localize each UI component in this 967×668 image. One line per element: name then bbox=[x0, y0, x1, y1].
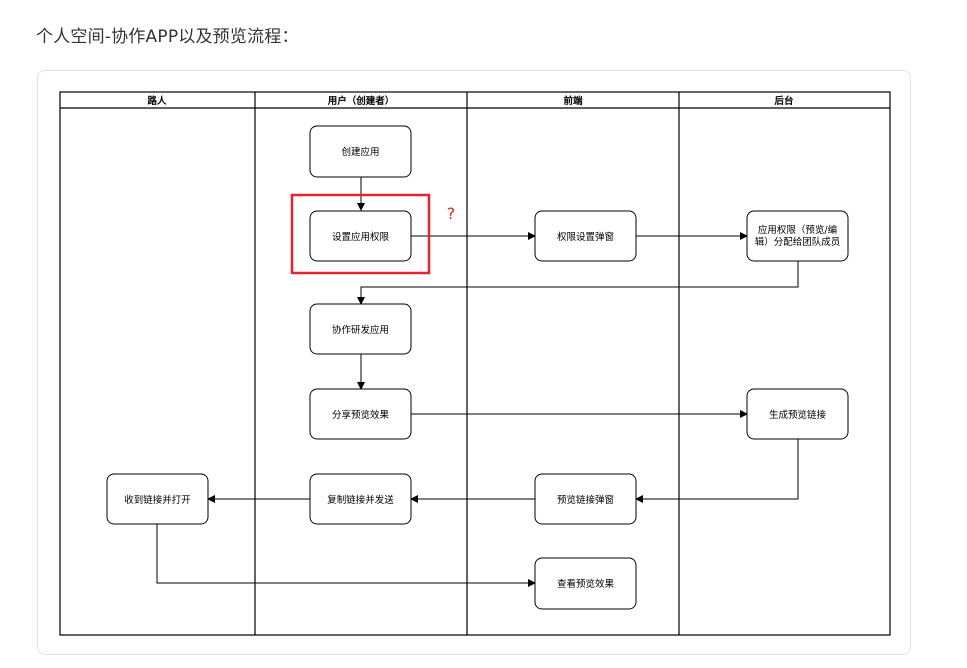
question-mark-annotation: ? bbox=[447, 204, 456, 223]
node-receive-open-link: 收到链接并打开 bbox=[106, 473, 209, 525]
edge-assign-to-collab bbox=[357, 261, 799, 305]
page-title: 个人空间-协作APP以及预览流程： bbox=[36, 27, 299, 47]
lane-title-frontend: 前端 bbox=[563, 95, 583, 107]
node-view-preview-label: 查看预览效果 bbox=[557, 578, 615, 590]
lane-title-user-creator: 用户（创建者） bbox=[327, 95, 395, 107]
node-assign-permissions-label-line1: 应用权限（预览/编 bbox=[758, 224, 837, 236]
node-preview-link-dialog-label: 预览链接弹窗 bbox=[557, 494, 614, 506]
node-share-preview: 分享预览效果 bbox=[309, 388, 412, 440]
node-permission-dialog-label: 权限设置弹窗 bbox=[557, 231, 614, 243]
node-copy-send-link-label: 复制链接并发送 bbox=[327, 494, 394, 506]
diagram-card bbox=[37, 70, 911, 655]
node-view-preview: 查看预览效果 bbox=[534, 557, 637, 610]
node-assign-permissions-label-line2: 辑）分配给团队成员 bbox=[755, 236, 841, 248]
node-generate-link: 生成预览链接 bbox=[746, 388, 849, 440]
node-generate-link-label: 生成预览链接 bbox=[769, 409, 827, 421]
node-create-app: 创建应用 bbox=[309, 125, 412, 178]
node-set-permissions: 设置应用权限 bbox=[309, 210, 412, 262]
node-collab-dev: 协作研发应用 bbox=[309, 303, 412, 355]
highlight-box bbox=[290, 193, 431, 275]
lane-outer-border bbox=[59, 91, 891, 636]
node-preview-link-dialog: 预览链接弹窗 bbox=[534, 473, 637, 525]
swimlane-frame bbox=[59, 91, 891, 636]
lane-title-passerby: 路人 bbox=[147, 95, 167, 107]
node-create-app-label: 创建应用 bbox=[341, 146, 379, 158]
node-permission-dialog: 权限设置弹窗 bbox=[534, 210, 637, 262]
node-share-preview-label: 分享预览效果 bbox=[332, 409, 390, 421]
node-collab-dev-label: 协作研发应用 bbox=[332, 324, 389, 336]
node-receive-open-link-label: 收到链接并打开 bbox=[124, 494, 191, 506]
connectors bbox=[156, 177, 799, 587]
node-set-permissions-label: 设置应用权限 bbox=[332, 231, 390, 243]
edge-generate-to-link-dialog bbox=[635, 439, 799, 503]
node-copy-send-link: 复制链接并发送 bbox=[309, 473, 412, 525]
edge-receive-to-view bbox=[156, 524, 536, 587]
node-assign-permissions: 应用权限（预览/编 辑）分配给团队成员 bbox=[746, 210, 849, 262]
lane-title-backend: 后台 bbox=[774, 95, 794, 107]
